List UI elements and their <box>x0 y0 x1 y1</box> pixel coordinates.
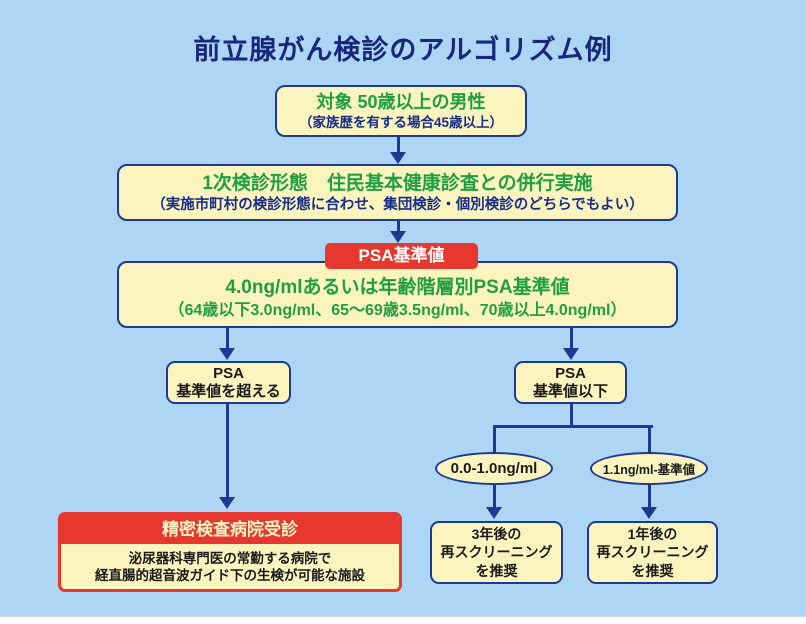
connector-criteria-below <box>570 327 573 349</box>
node-rescreen-3yr: 3年後の 再スクリーニング を推奨 <box>430 521 563 584</box>
connector-target-primary <box>397 137 400 154</box>
connector-exceed-hospital <box>226 404 229 498</box>
node-primary-screening: 1次検診形態 住民基本健康診査との併行実施 （実施市町村の検診形態に合わせ、集団… <box>117 164 678 221</box>
connector-split-mid <box>648 425 651 453</box>
node-below-cutoff: PSA 基準値以下 <box>514 361 627 404</box>
node-primary-line1: 1次検診形態 住民基本健康診査との併行実施 <box>202 172 593 194</box>
hospital-header: 精密検査病院受診 <box>61 515 399 544</box>
scan-edge-strip <box>0 616 806 624</box>
node-rescreen-1yr: 1年後の 再スクリーニング を推奨 <box>587 521 718 584</box>
rescreen3-line1: 3年後の <box>471 525 522 542</box>
connector-low-rescreen3 <box>493 485 496 509</box>
node-range-low: 0.0-1.0ng/ml <box>435 452 553 485</box>
node-exceeds-cutoff: PSA 基準値を超える <box>166 361 291 404</box>
arrowhead-rescreen1 <box>641 507 657 519</box>
connector-mid-rescreen1 <box>648 485 651 509</box>
node-target-population: 対象 50歳以上の男性 （家族歴を有する場合45歳以上） <box>275 85 527 137</box>
page-title: 前立腺がん検診のアルゴリズム例 <box>193 35 613 65</box>
node-target-line2: （家族歴を有する場合45歳以上） <box>298 115 504 130</box>
hospital-body: 泌尿器科専門医の常勤する病院で 経直腸的超音波ガイド下の生検が可能な施設 <box>61 544 399 589</box>
rescreen1-line1: 1年後の <box>627 525 678 542</box>
connector-split-horizontal <box>493 425 653 428</box>
node-target-line1: 対象 50歳以上の男性 <box>316 92 486 112</box>
node-psa-line2: （64歳以下3.0ng/ml、65～69歳3.5ng/ml、70歳以上4.0ng… <box>168 302 627 319</box>
node-exceeds-line2: 基準値を超える <box>176 382 281 400</box>
node-below-line2: 基準値以下 <box>532 382 608 400</box>
psa-cutoff-tag: PSA基準値 <box>325 243 478 269</box>
node-psa-line1: 4.0ng/mlあるいは年齢階層別PSA基準値 <box>225 277 570 298</box>
arrowhead-psa <box>390 231 406 243</box>
hospital-line2: 経直腸的超音波ガイド下の生検が可能な施設 <box>95 567 365 583</box>
node-psa-cutoff: 4.0ng/mlあるいは年齢階層別PSA基準値 （64歳以下3.0ng/ml、6… <box>117 261 678 328</box>
rescreen1-line3: を推奨 <box>631 562 674 579</box>
connector-below-split <box>570 404 573 428</box>
rescreen3-line2: 再スクリーニング <box>440 544 553 561</box>
node-below-line1: PSA <box>555 364 586 382</box>
arrowhead-hospital <box>219 497 235 509</box>
connector-criteria-exceed <box>226 327 229 349</box>
arrowhead-below <box>563 348 579 360</box>
node-primary-line2: （実施市町村の検診形態に合わせ、集団検診・個別検診のどちらでもよい） <box>151 196 644 213</box>
arrowhead-primary <box>390 152 406 164</box>
arrowhead-exceed <box>219 348 235 360</box>
rescreen1-line2: 再スクリーニング <box>596 544 709 561</box>
node-range-mid: 1.1ng/ml-基準値 <box>590 452 708 485</box>
connector-split-low <box>493 425 496 453</box>
node-exceeds-line1: PSA <box>213 364 244 382</box>
hospital-line1: 泌尿器科専門医の常勤する病院で <box>128 550 332 566</box>
node-hospital-referral: 精密検査病院受診 泌尿器科専門医の常勤する病院で 経直腸的超音波ガイド下の生検が… <box>58 512 402 592</box>
arrowhead-rescreen3 <box>486 507 502 519</box>
rescreen3-line3: を推奨 <box>475 562 518 579</box>
connector-primary-psa <box>397 221 400 233</box>
